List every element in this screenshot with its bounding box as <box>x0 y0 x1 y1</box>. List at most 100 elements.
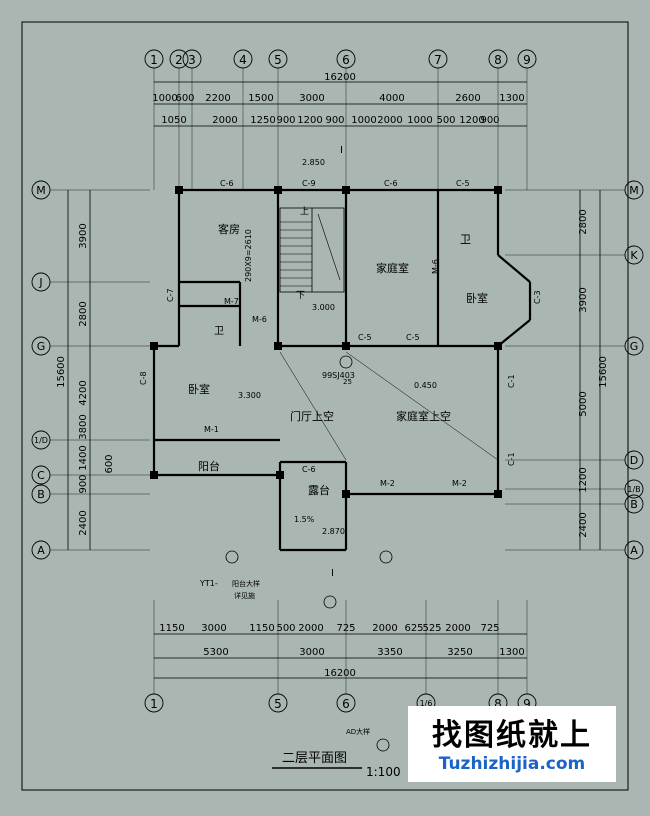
room-bath-right-label: 卫 <box>460 233 471 246</box>
dim-bottom-row2-4: 1300 <box>499 647 524 658</box>
dim-left-total-text: 15600 <box>56 356 67 388</box>
column-9 <box>342 490 350 498</box>
dim-top-row2-4: 1200 <box>297 115 322 126</box>
section-mark-top: I <box>340 145 343 156</box>
column-7 <box>150 471 158 479</box>
watermark-cn: 找图纸就上 <box>432 718 592 753</box>
column-3 <box>150 342 158 350</box>
window-c7: C-7 <box>166 288 175 302</box>
elev-3000: 3.000 <box>312 303 335 312</box>
dim-bottom-row1-2: 1150 <box>249 623 274 634</box>
axis-right-label-1: K <box>630 249 638 262</box>
watermark-box: 找图纸就上 Tuzhizhijia.com <box>408 706 616 782</box>
axis-bottom-label-0: 1 <box>150 697 158 711</box>
room-hall-void-label: 门厅上空 <box>290 409 334 423</box>
dim-top-row1-0: 1000 <box>152 93 177 104</box>
dim-bottom-row1-9: 2000 <box>445 623 470 634</box>
plan-title: 二层平面图 <box>282 751 347 766</box>
dim-bottom-row1-1: 3000 <box>201 623 226 634</box>
dim-bottom-row1-0: 1150 <box>159 623 184 634</box>
dim-right-row-3: 1200 <box>578 467 589 492</box>
dim-top-row2-9: 500 <box>436 115 455 126</box>
column-4 <box>274 342 282 350</box>
column-11 <box>274 186 282 194</box>
axis-top-label-2: 3 <box>188 53 196 67</box>
void-hall-diagonal <box>279 351 347 461</box>
axis-left-label-2: G <box>37 340 46 353</box>
dim-top-row2-1: 2000 <box>212 115 237 126</box>
axis-right-label-5: B <box>630 498 638 511</box>
room-bedroom-right-label: 卧室 <box>466 291 488 305</box>
column-8 <box>276 471 284 479</box>
column-0 <box>175 186 183 194</box>
dim-bottom-row1-6: 2000 <box>372 623 397 634</box>
dim-top-row2-5: 900 <box>325 115 344 126</box>
dim-top-row1-5: 4000 <box>379 93 404 104</box>
stair-arrow-line <box>317 213 341 281</box>
axis-bottom-label-3: 1/6 <box>420 699 433 708</box>
dim-left-row-7: 2400 <box>78 510 89 535</box>
door-m2-a: M-2 <box>380 479 395 488</box>
column-5 <box>342 342 350 350</box>
axis-left-label-3: 1/D <box>34 436 48 445</box>
detail-bubble-0 <box>225 550 239 564</box>
axis-left-label-4: C <box>37 469 45 482</box>
dim-right-row-1: 3900 <box>578 287 589 312</box>
window-c9: C-9 <box>302 179 316 188</box>
dim-top-row1-2: 2200 <box>205 93 230 104</box>
dim-top-row1-6: 2600 <box>455 93 480 104</box>
window-c6-a: C-6 <box>220 179 234 188</box>
axis-bottom-label-1: 5 <box>274 697 282 711</box>
axis-left-label-1: J <box>38 276 42 289</box>
column-6 <box>494 342 502 350</box>
axis-top-label-5: 6 <box>342 53 350 67</box>
elev-2870: 2.870 <box>322 527 345 536</box>
dim-left-row-2: 4200 <box>78 380 89 405</box>
dim-bottom-row2-1: 3000 <box>299 647 324 658</box>
window-c1-a: C-1 <box>507 374 516 388</box>
window-c5-a: C-5 <box>456 179 470 188</box>
stair-up-label: 上 <box>300 206 309 217</box>
column-1 <box>342 186 350 194</box>
dim-top-row1-3: 1500 <box>248 93 273 104</box>
stair-calc-label: 290X9=2610 <box>244 229 253 282</box>
dim-top-total-text: 16200 <box>324 72 356 83</box>
detail-no: 25 <box>343 378 352 386</box>
window-c6-c: C-6 <box>302 465 316 474</box>
dim-top-row2-0: 1050 <box>161 115 186 126</box>
room-bath-left-label: 卫 <box>214 326 224 337</box>
wall-22 <box>497 254 531 283</box>
dim-top-row2-11: 900 <box>480 115 499 126</box>
window-c3: C-3 <box>533 290 542 304</box>
plan-scale: 1:100 <box>366 765 401 779</box>
door-m2-b: M-2 <box>452 479 467 488</box>
axis-left-label-6: A <box>37 544 45 557</box>
detail-bubble-3 <box>323 595 337 609</box>
stair-down-label: 下 <box>296 291 305 301</box>
axis-left-label-0: M <box>36 184 46 197</box>
yt-mark: YT1- <box>199 579 218 588</box>
dim-top-row2-10: 1200 <box>459 115 484 126</box>
room-balcony-label: 阳台 <box>198 459 220 473</box>
detail-bubble-1 <box>339 355 353 369</box>
axis-left-label-5: B <box>37 488 45 501</box>
axis-top-label-1: 2 <box>175 53 183 67</box>
dim-right-row-0: 2800 <box>578 209 589 234</box>
dim-right-total-text: 15600 <box>598 356 609 388</box>
detail-bubble-2 <box>379 550 393 564</box>
ad-note: AD大样 <box>346 727 370 736</box>
door-m1: M-1 <box>204 425 219 434</box>
axis-top-label-6: 7 <box>434 53 442 67</box>
void-family-diagonal <box>345 351 499 461</box>
dim-top-row2-2: 1250 <box>250 115 275 126</box>
axis-right-label-2: G <box>630 340 639 353</box>
dim-bottom-row1-7: 625 <box>404 623 423 634</box>
std-ref: 99SJ403 <box>322 371 355 380</box>
watermark-en: Tuzhizhijia.com <box>438 754 586 774</box>
elev-0450: 0.450 <box>414 381 437 390</box>
rail-note: 阳台大样 <box>232 579 260 588</box>
axis-right-label-3: D <box>630 454 638 467</box>
window-c5-b: C-5 <box>358 333 372 342</box>
dim-right-row-2: 5000 <box>578 391 589 416</box>
